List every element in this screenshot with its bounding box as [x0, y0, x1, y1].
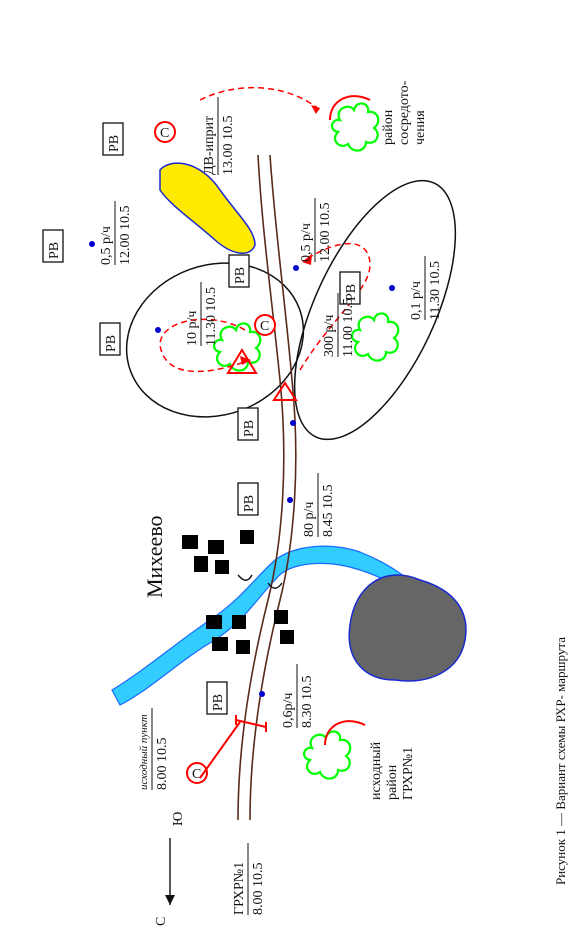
svg-text:ДВ-иприт: ДВ-иприт	[202, 116, 217, 175]
svg-text:РВ: РВ	[107, 135, 122, 152]
svg-text:12.00 10.5: 12.00 10.5	[118, 206, 133, 266]
svg-text:11.30 10.5: 11.30 10.5	[204, 287, 219, 346]
reading-r7: 0,5 р/ч 12.00 10.5	[99, 201, 133, 265]
post-box-3: РВ	[237, 407, 259, 441]
route-arrows	[240, 105, 320, 365]
zone-ellipse-lower	[293, 179, 457, 441]
svg-text:С: С	[192, 767, 201, 782]
reading-r5: 0,1 р/ч 11.30 10.5	[409, 256, 443, 320]
start-point-label: исходный пункт 8.00 10.5	[138, 708, 170, 790]
svg-text:0,1 р/ч: 0,1 р/ч	[409, 281, 424, 320]
agent-label: ДВ-иприт 13.00 10.5	[202, 97, 236, 175]
post-box-2: РВ	[237, 482, 259, 516]
start-arrow	[199, 721, 241, 779]
svg-text:район: район	[381, 109, 396, 145]
svg-text:С: С	[154, 917, 169, 926]
svg-text:РВ: РВ	[233, 267, 248, 284]
svg-text:300 р/ч: 300 р/ч	[322, 315, 337, 357]
svg-text:12.00 10.5: 12.00 10.5	[318, 203, 333, 263]
figure-caption: Рисунок 1 — Вариант схемы РХР- маршрута	[553, 637, 568, 885]
svg-text:сосредото-: сосредото-	[397, 80, 412, 145]
chem-marker-2: С	[254, 314, 276, 336]
svg-text:РВ: РВ	[47, 242, 62, 259]
vegetation	[213, 102, 400, 780]
assembly-area-label: район сосредото- чения	[381, 80, 428, 145]
svg-text:Ю: Ю	[171, 812, 186, 826]
svg-text:13.00 10.5: 13.00 10.5	[221, 116, 236, 176]
lake	[348, 574, 467, 682]
initial-area-label: исходный район ГРХР№1	[369, 741, 416, 800]
svg-text:РВ: РВ	[104, 335, 119, 352]
village-name: Михеево	[142, 515, 167, 598]
svg-text:80 р/ч: 80 р/ч	[302, 502, 317, 537]
svg-text:0,5 р/ч: 0,5 р/ч	[299, 223, 314, 262]
svg-text:РВ: РВ	[344, 284, 359, 301]
poison-zone	[159, 162, 256, 254]
reading-r3: 10 р/ч 11.30 10.5	[185, 282, 219, 346]
svg-text:8.00 10.5: 8.00 10.5	[251, 863, 266, 916]
svg-text:8.45 10.5: 8.45 10.5	[321, 485, 336, 538]
svg-text:ГРХР№1: ГРХР№1	[401, 747, 416, 800]
svg-text:8.30 10.5: 8.30 10.5	[300, 676, 315, 729]
svg-text:район: район	[385, 764, 400, 800]
svg-text:8.00 10.5: 8.00 10.5	[155, 738, 170, 791]
svg-text:0,5 р/ч: 0,5 р/ч	[99, 226, 114, 265]
svg-text:10 р/ч: 10 р/ч	[185, 311, 200, 346]
road-edge	[237, 154, 285, 821]
svg-text:исходный пункт: исходный пункт	[138, 714, 150, 790]
area-arcs	[324, 95, 371, 746]
route-markers	[226, 348, 298, 401]
unit-label: ГРХР№1 8.00 10.5	[232, 843, 266, 915]
svg-text:исходный: исходный	[369, 741, 384, 800]
village-buildings	[182, 530, 294, 654]
svg-text:РВ: РВ	[211, 694, 226, 711]
svg-text:0,6р/ч: 0,6р/ч	[281, 693, 296, 728]
post-box-5: РВ	[99, 322, 121, 356]
svg-text:ГРХР№1: ГРХР№1	[232, 862, 247, 915]
post-box-4: РВ	[228, 254, 250, 288]
reading-r4: 300 р/ч 11.00 10.5	[322, 293, 356, 357]
chem-marker-3: С	[154, 121, 176, 143]
svg-text:11.30 10.5: 11.30 10.5	[428, 261, 443, 320]
bridge	[237, 574, 283, 589]
route-dashed	[159, 86, 371, 373]
svg-text:С: С	[160, 126, 169, 141]
checkpoint-bar	[235, 715, 267, 732]
reading-r1: 0,6р/ч 8.30 10.5	[281, 664, 315, 728]
reading-r2: 80 р/ч 8.45 10.5	[302, 473, 336, 537]
post-box-6: РВ	[42, 229, 64, 263]
svg-text:11.00 10.5: 11.00 10.5	[341, 298, 356, 357]
post-box-1: РВ	[206, 681, 228, 715]
chem-marker-1: С	[186, 762, 208, 784]
svg-text:РВ: РВ	[242, 420, 257, 437]
reading-r6: 0,5 р/ч 12.00 10.5	[299, 198, 333, 262]
svg-text:РВ: РВ	[242, 495, 257, 512]
compass: С Ю	[154, 812, 186, 926]
road	[249, 154, 297, 821]
svg-text:чения: чения	[413, 110, 428, 145]
post-box-7: РВ	[102, 122, 124, 156]
svg-text:С: С	[260, 319, 269, 334]
post-box-8: РВ	[339, 271, 361, 305]
post-dots	[89, 241, 395, 697]
